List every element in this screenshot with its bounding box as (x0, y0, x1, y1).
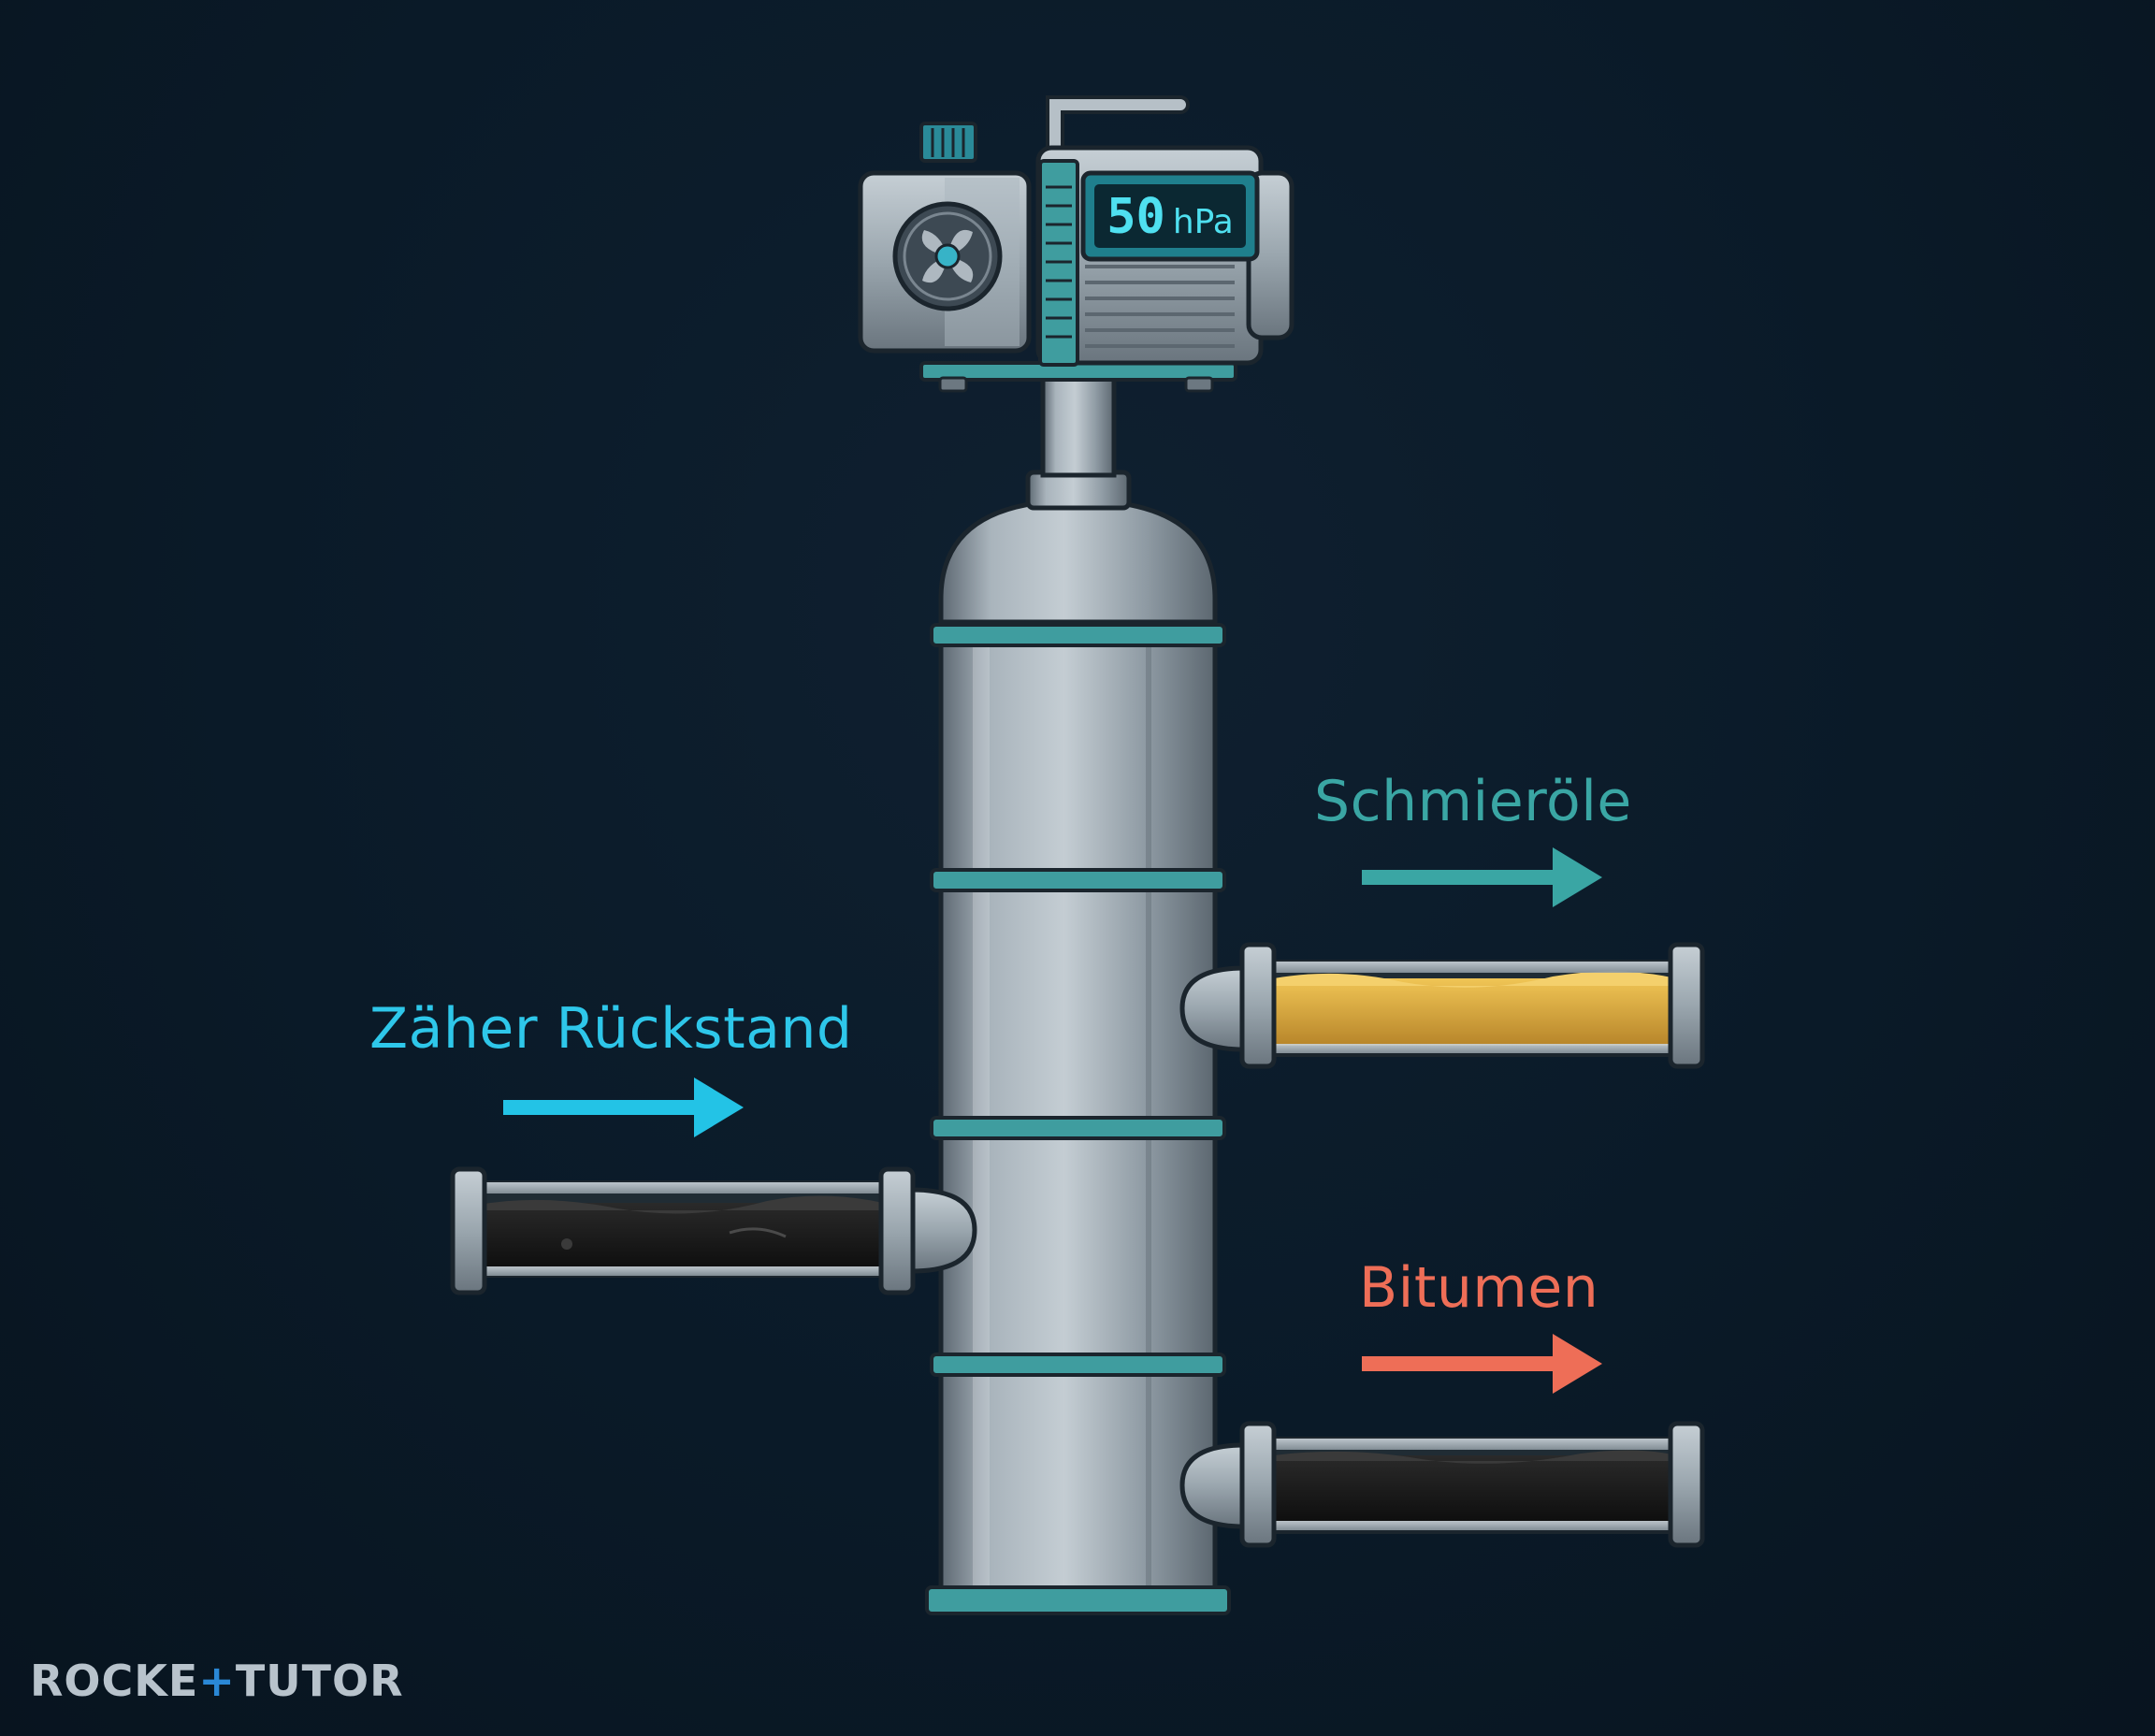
pump-knob (919, 122, 977, 163)
arrow-right-icon (1362, 847, 1602, 907)
pump-vents (1085, 265, 1235, 348)
lubricating-oils-label: Schmieröle (1314, 769, 1632, 834)
column-base (925, 1585, 1231, 1615)
bitumen-fill (1272, 1455, 1676, 1523)
bitumen-pipe-flange-left (1239, 1421, 1277, 1548)
pump-coupling-ticks (1046, 185, 1072, 339)
vacuum-pipe (1040, 376, 1117, 478)
brand-plus: + (198, 1656, 236, 1706)
oil-fill (1272, 978, 1676, 1046)
column-band-2 (930, 868, 1226, 892)
pressure-unit: hPa (1173, 203, 1234, 241)
pressure-value: 50 (1106, 189, 1165, 245)
column-body (938, 619, 1218, 1607)
column-band-4 (930, 1353, 1226, 1377)
feed-pipe-flange-right (878, 1166, 916, 1295)
oil-pipe-flange-right (1668, 942, 1705, 1069)
feed-label: Zäher Rückstand (369, 996, 853, 1062)
distillation-column (925, 470, 1231, 1615)
column-band-3 (930, 1116, 1226, 1140)
feed-inlet-pipe (450, 1166, 977, 1295)
oil-outlet-pipe (1179, 942, 1705, 1069)
oil-pipe-flange-left (1239, 942, 1277, 1069)
bitumen-label: Bitumen (1359, 1255, 1599, 1321)
bitumen-outlet-pipe (1179, 1421, 1705, 1548)
brand-part-1: ROCKE (30, 1656, 199, 1706)
column-neck (1025, 470, 1132, 511)
column-dome (938, 498, 1218, 625)
bitumen-pipe-flange-right (1668, 1421, 1705, 1548)
brand-logo: ROCKE+TUTOR (30, 1659, 404, 1702)
feed-pipe-flange-left (450, 1166, 487, 1295)
brand-part-2: TUTOR (235, 1656, 404, 1706)
column-band-top (930, 623, 1226, 647)
residue-fill (479, 1203, 883, 1268)
arrow-right-icon (503, 1078, 744, 1137)
arrow-right-icon (1362, 1334, 1602, 1394)
fan-icon (892, 201, 1003, 311)
